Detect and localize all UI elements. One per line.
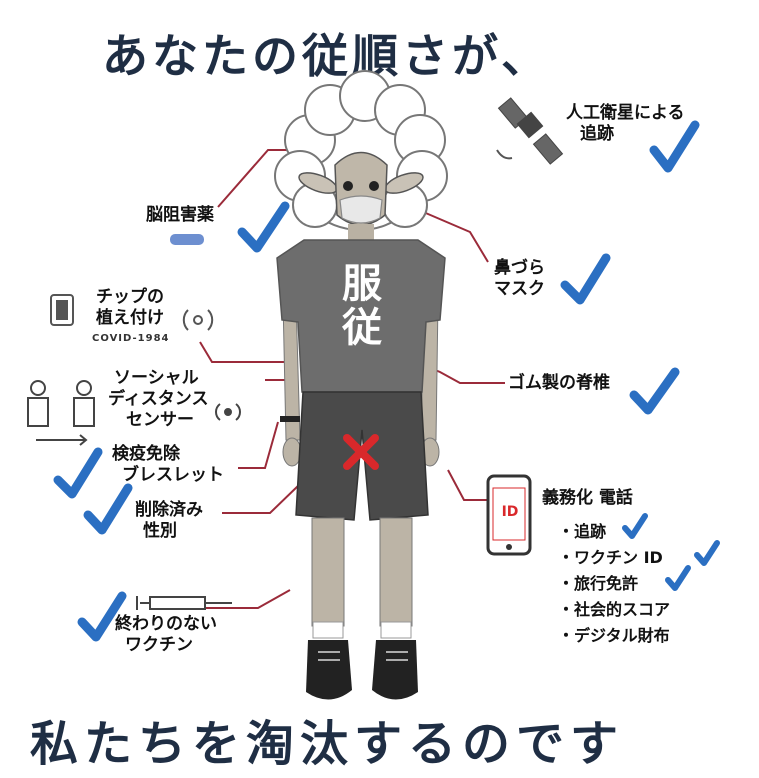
label-removed-gender: 削除済み 性別 [135,500,203,542]
satellite-icon [496,97,564,165]
headline-top: あなたの従順さが、 [102,29,552,83]
check-icon [649,120,700,173]
label-rubber-spine: ゴム製の脊椎 [508,373,610,393]
label-line: マスク [494,279,545,299]
syringe-icon [136,596,232,610]
check-icon [665,565,691,591]
chip-caption: COVID-1984 [92,333,170,344]
label-quarantine-bracelet: 検疫免除 ブレスレット [112,444,224,486]
check-marks [53,120,720,642]
shorts [295,391,429,521]
check-icon [237,201,290,253]
chip-icon [50,294,214,331]
check-icon [560,253,611,305]
phone-screen-text: ID [501,504,519,520]
check-icon [77,591,127,642]
list-item: ・社会的スコア [558,600,671,619]
label-satellite: 人工衛星による 追跡 [566,103,685,145]
check-icon [694,540,720,566]
label-line: ブレスレット [122,465,224,485]
sheep-face [298,151,424,226]
label-line: 追跡 [580,124,614,144]
label-line: 検疫免除 [112,444,180,464]
label-line: 植え付け [96,308,164,328]
face-mask [339,195,383,224]
label-line: 人工衛星による [566,103,685,123]
phone-items-list: ・追跡 ・ワクチン ID ・旅行免許 ・社会的スコア ・デジタル財布 [558,518,670,648]
label-line: チップの [96,287,164,307]
headline-bottom: 私たちを淘汰するのです [30,716,625,772]
t-shirt [276,239,446,393]
check-icon [83,483,133,535]
pill-icon [170,234,204,245]
label-line: 削除済み [135,500,203,520]
label-chip: チップの 植え付け [96,287,164,329]
check-icon [622,513,648,539]
list-item: ・ワクチン ID [558,548,663,567]
phone-icon [486,474,532,556]
list-item: ・デジタル財布 [558,626,670,645]
bracelet-band [280,416,300,422]
label-nose-mask: 鼻づら マスク [494,258,545,300]
legs [311,517,413,627]
check-icon [53,447,103,499]
list-item: ・旅行免許 [558,574,639,593]
label-line: 性別 [143,521,177,541]
list-item: ・追跡 [558,522,607,541]
shoes [306,640,418,700]
label-line: 鼻づら [494,258,545,278]
label-line: ディスタンス [108,389,209,409]
label-line: 終わりのない [115,614,217,634]
shirt-text: 服 従 [332,262,392,350]
check-icon [629,367,680,415]
afro-hair [274,70,448,231]
label-social-distance: ソーシャル ディスタンス センサー [108,368,208,431]
label-line: ソーシャル [114,368,199,388]
label-line: センサー [126,410,194,430]
shirt-text-line: 従 [342,304,382,351]
social-distance-icon [27,380,241,446]
x-mark [343,434,379,470]
label-brain-drug: 脳阻害薬 [146,205,214,225]
label-line: ワクチン [125,635,193,655]
label-endless-vaccine: 終わりのない ワクチン [115,614,217,656]
label-phone-title: 義務化 電話 [542,488,633,508]
shirt-text-line: 服 [342,260,382,307]
